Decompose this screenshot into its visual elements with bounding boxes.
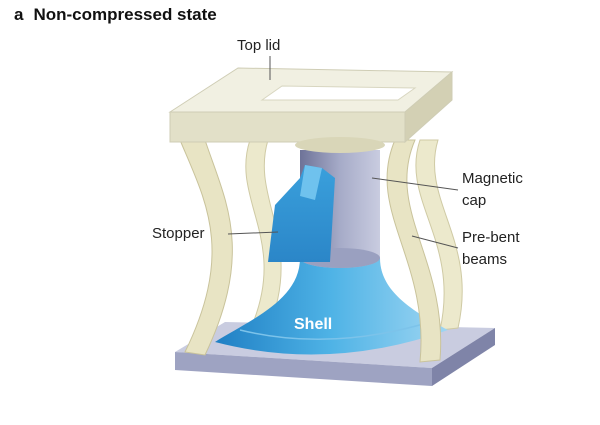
- label-magnetic-cap-line1: Magnetic: [462, 170, 523, 187]
- front-beams: [179, 139, 442, 363]
- beams-leader: [411, 235, 459, 249]
- label-beams-line2: beams: [462, 251, 508, 268]
- leader-lines: [227, 56, 459, 249]
- label-beams-line1: Pre-bent: [462, 229, 520, 246]
- label-magnetic-cap: Magnetic cap: [462, 168, 523, 212]
- top-lid: [168, 67, 454, 153]
- panel-heading: Non-compressed state: [33, 5, 217, 24]
- magnetic-cap-leader: [371, 177, 459, 191]
- label-stopper: Stopper: [152, 225, 205, 242]
- panel-title: a Non-compressed state: [14, 5, 217, 25]
- label-top-lid: Top lid: [237, 37, 281, 54]
- stopper-leader: [227, 231, 279, 235]
- label-pre-bent-beams: Pre-bent beams: [462, 227, 520, 271]
- stopper: [268, 165, 335, 262]
- panel-letter: a: [14, 5, 24, 24]
- label-magnetic-cap-line2: cap: [462, 192, 487, 209]
- label-shell: Shell: [294, 316, 333, 333]
